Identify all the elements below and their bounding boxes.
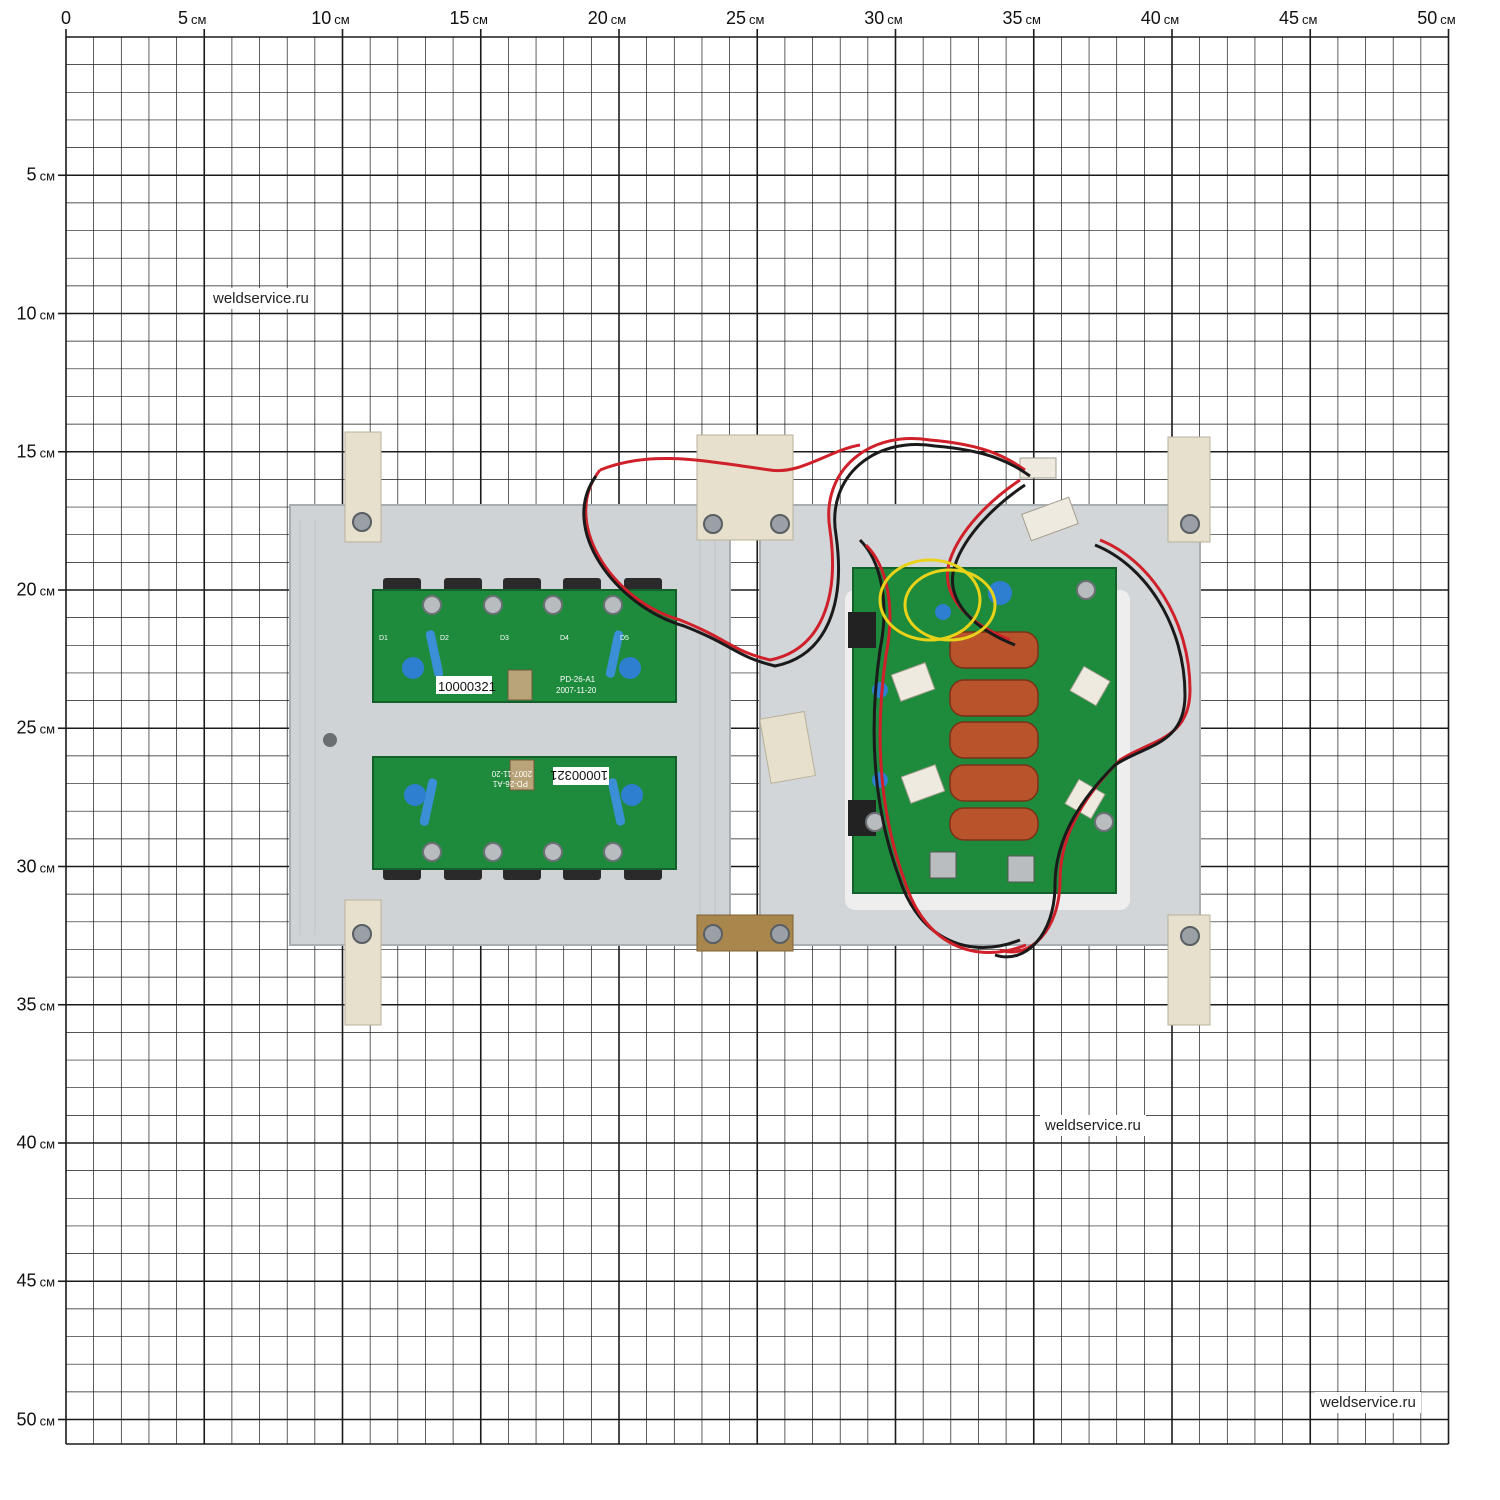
y-axis-label-value: 5: [26, 164, 37, 185]
bracket-mid-side: [759, 710, 816, 784]
x-axis-label-unit: см: [472, 12, 488, 27]
x-axis-label: 0: [61, 8, 71, 29]
x-axis-label-value: 5: [178, 8, 189, 28]
y-axis-label-unit: см: [39, 998, 55, 1014]
x-axis-label-unit: см: [1302, 12, 1318, 27]
x-axis-label-unit: см: [749, 12, 765, 27]
y-axis-label-value: 10: [16, 303, 37, 323]
mounting-hole: [323, 733, 337, 747]
upper-pcb-d3: D3: [500, 635, 509, 642]
x-axis-label-unit: см: [334, 12, 350, 27]
x-axis-label-value: 15: [449, 8, 470, 28]
x-axis-label-unit: см: [191, 12, 207, 27]
watermark-bottom-right: weldservice.ru: [1315, 1392, 1421, 1413]
upper-pcb-d2: D2: [440, 635, 449, 642]
x-axis-label-value: 10: [311, 8, 332, 28]
y-axis-label-value: 40: [16, 1132, 37, 1153]
x-axis-label-unit: см: [1163, 12, 1180, 27]
bracket-bottom-left: [344, 899, 382, 1026]
y-axis-label-value: 50: [16, 1409, 37, 1429]
y-axis-label-unit: см: [39, 860, 55, 875]
y-axis-label-value: 20: [16, 579, 37, 600]
rectifier-assembly: 10000321 PD-26-A1 2007-11-20 D1 D2 D3 D4…: [289, 431, 1211, 1026]
x-axis-label-unit: см: [610, 12, 627, 27]
upper-pcb-model: PD-26-A1: [560, 675, 596, 684]
y-axis-label-unit: см: [39, 1136, 55, 1152]
x-axis-label-value: 20: [587, 8, 608, 28]
watermark-middle-right: weldservice.ru: [1040, 1115, 1146, 1136]
x-axis-label-value: 25: [726, 8, 747, 28]
y-axis-label-unit: см: [39, 168, 55, 184]
y-axis-label-unit: см: [39, 1274, 55, 1290]
yellow-wire: [878, 558, 997, 642]
upper-pcb-d4: D4: [560, 635, 569, 642]
x-axis-label-value: 35: [1002, 8, 1023, 28]
upper-pcb-components: [402, 595, 641, 701]
x-axis-label-value: 40: [1140, 8, 1161, 28]
x-axis-label-value: 0: [60, 8, 72, 28]
x-axis-label-unit: см: [887, 12, 903, 27]
y-axis-label-value: 30: [16, 856, 37, 876]
upper-pcb-d1: D1: [379, 635, 388, 642]
y-axis-label-unit: см: [39, 721, 55, 737]
upper-pcb-date: 2007-11-20: [556, 686, 597, 695]
screws: [352, 512, 1200, 946]
x-axis-label-value: 45: [1279, 8, 1300, 28]
x-axis-label-value: 30: [864, 8, 885, 28]
lower-pcb-model: PD-26-A1: [492, 779, 528, 788]
film-capacitors: [949, 631, 1039, 841]
lower-pcb-date: 2007-11-20: [491, 769, 532, 778]
left-heatsink-texture: [299, 520, 716, 935]
y-axis-label-value: 45: [16, 1270, 37, 1291]
y-axis-label-value: 15: [16, 441, 37, 462]
x-axis-label-unit: см: [1440, 12, 1456, 27]
x-axis-label-value: 50: [1417, 8, 1438, 28]
watermark-top-left: weldservice.ru: [208, 288, 314, 309]
y-axis-label-unit: см: [39, 583, 55, 599]
y-axis-label-value: 25: [16, 717, 37, 738]
upper-pcb-serial: 10000321: [438, 679, 496, 694]
y-axis-label-unit: см: [39, 1413, 55, 1428]
x-axis-label-unit: см: [1025, 12, 1041, 27]
upper-pcb-d5: D5: [620, 635, 629, 642]
y-axis-label-value: 35: [16, 994, 37, 1015]
y-axis-label-unit: см: [39, 307, 55, 322]
lower-pcb-serial: 10000321: [550, 768, 608, 783]
lower-pcb-components: [404, 759, 643, 862]
y-axis-label-unit: см: [39, 445, 55, 461]
